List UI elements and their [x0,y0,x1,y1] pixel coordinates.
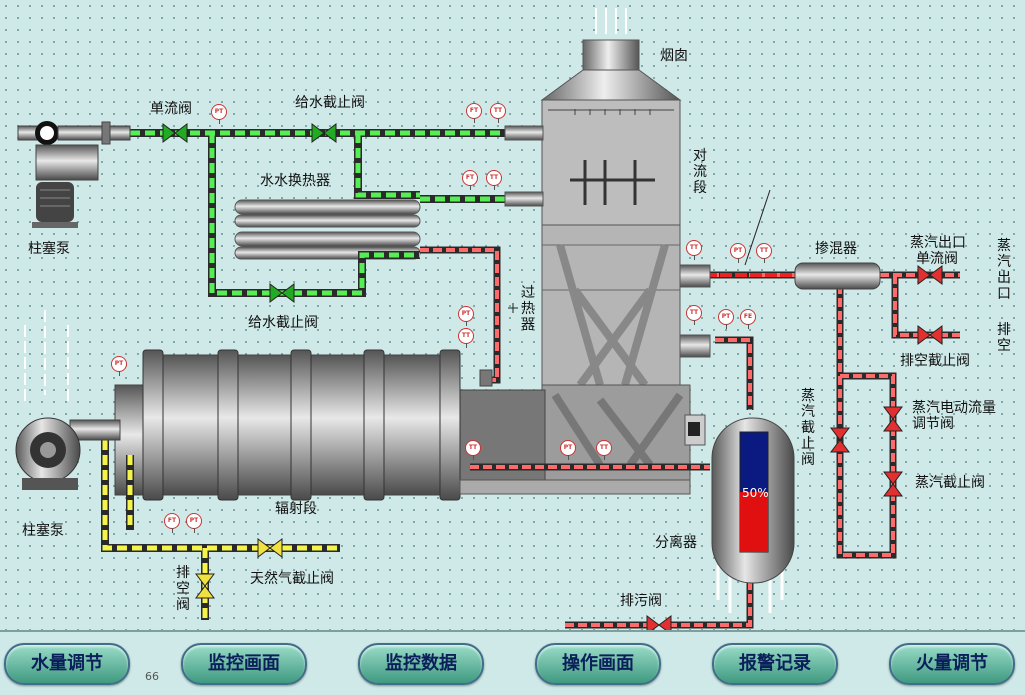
plunger-pump-top [17,121,131,228]
instrument-fe: FE [740,309,756,329]
level-gauge-fill [740,492,768,552]
instrument-tt: TT [756,243,772,263]
instrument-tt: TT [686,240,702,260]
label-feed-stop-valve-bottom: 给水截止阀 [248,315,318,331]
instrument-tt: TT [465,440,481,460]
chimney [540,8,682,101]
pointer-line [744,189,771,266]
label-steam-outlet-side: 蒸汽出口 [997,238,1011,302]
label-steam-stop-valve-left: 蒸汽截止阀 [801,388,815,468]
label-plunger-pump-bottom: 柱塞泵 [22,523,64,539]
label-steam-check-valve: 单流阀 [916,251,958,267]
label-feed-stop-valve-top: 给水截止阀 [295,95,365,111]
radiant-drum [114,349,691,501]
instrument-ft: FT [466,103,482,123]
nav-alarm-record-button[interactable]: 报警记录 [712,643,838,685]
label-steam-outlet: 蒸汽出口 [910,235,966,251]
instrument-tt: TT [490,103,506,123]
label-mixer: 掺混器 [815,241,857,257]
instrument-pt: PT [111,356,127,376]
instrument-tt: TT [686,305,702,325]
nav-monitor-screen-button[interactable]: 监控画面 [181,643,307,685]
label-superheater: 过热器 [521,285,535,333]
instrument-pt: PT [730,243,746,263]
pipe-stubs [479,125,711,387]
nav-water-adjust-button[interactable]: 水量调节 [4,643,130,685]
nav-fire-adjust-button[interactable]: 火量调节 [889,643,1015,685]
side-fitting [684,414,706,446]
label-separator: 分离器 [655,535,697,551]
label-vent-valve-bottom: 排空阀 [176,565,190,613]
mixer-vessel [794,262,881,290]
label-heat-exchanger: 水水换热器 [260,173,330,189]
plunger-pump-bottom [15,310,121,490]
label-vent-stop-valve: 排空截止阀 [900,353,970,369]
nav-monitor-data-button[interactable]: 监控数据 [358,643,484,685]
nav-operation-screen-button[interactable]: 操作画面 [535,643,661,685]
label-drain-valve: 排污阀 [620,593,662,609]
convection-section [541,99,691,486]
instrument-pt: PT [186,513,202,533]
label-steam-stop-valve-right: 蒸汽截止阀 [915,475,985,491]
instrument-ft: FT [164,513,180,533]
plus-mark [508,303,518,313]
instrument-tt: TT [486,170,502,190]
process-diagram: 烟囱 对流段 过热器 辐射段 掺混器 分离器 单流阀 给水截止阀 水水换热器 给… [0,0,1025,632]
navigation-bar: 水量调节 66 监控画面 监控数据 操作画面 报警记录 火量调节 [0,632,1025,695]
label-plunger-pump-top: 柱塞泵 [28,241,70,257]
instrument-pt: PT [560,440,576,460]
instrument-pt: PT [718,309,734,329]
instrument-tt: TT [458,328,474,348]
label-vent-side: 排空 [997,322,1011,354]
separator-tank [711,417,795,613]
label-chimney: 烟囱 [660,48,688,64]
level-percent: 50% [742,486,769,500]
instrument-ft: FT [462,170,478,190]
heat-exchanger-tubes [234,199,421,260]
label-convection: 对流段 [693,148,707,196]
label-radiant: 辐射段 [275,501,317,517]
instrument-pt: PT [458,306,474,326]
page-number: 66 [145,670,159,683]
label-check-valve-top: 单流阀 [150,101,192,117]
label-steam-flow-valve: 蒸汽电动流量调节阀 [912,400,996,432]
instrument-pt: PT [211,104,227,124]
instrument-tt: TT [596,440,612,460]
process-graphics [15,8,960,630]
label-gas-stop-valve: 天然气截止阀 [250,571,334,587]
valves [162,123,943,630]
